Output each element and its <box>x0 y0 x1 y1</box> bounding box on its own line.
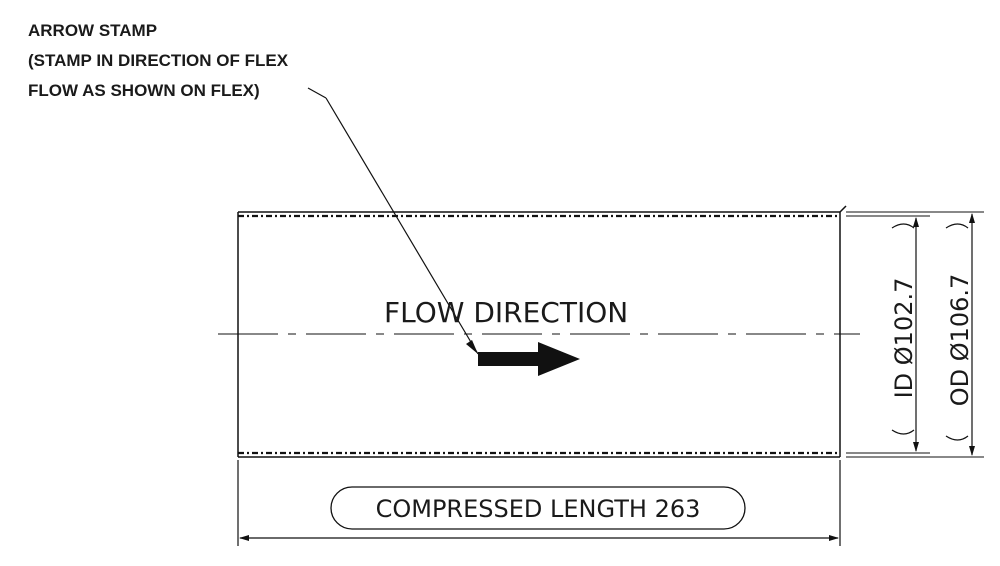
od-dimension-text: OD Ø106.7 <box>946 274 974 407</box>
outer-diameter-dimension: OD Ø106.7 <box>846 211 984 458</box>
leader-line <box>307 87 479 355</box>
flow-direction-label: FLOW DIRECTION <box>384 296 628 329</box>
note-line-2: (STAMP IN DIRECTION OF FLEX <box>28 51 289 70</box>
inner-diameter-dimension: ID Ø102.7 <box>846 215 930 454</box>
length-dimension-text: COMPRESSED LENGTH 263 <box>376 495 701 523</box>
note-line-1: ARROW STAMP <box>28 21 157 40</box>
arrow-stamp-note: ARROW STAMP (STAMP IN DIRECTION OF FLEX … <box>28 21 289 100</box>
flex-tube <box>237 205 847 458</box>
flow-arrow-icon <box>478 342 580 376</box>
length-dimension: COMPRESSED LENGTH 263 <box>237 460 841 546</box>
id-dimension-text: ID Ø102.7 <box>890 278 918 399</box>
reference-parentheses <box>891 223 969 441</box>
note-line-3: FLOW AS SHOWN ON FLEX) <box>28 81 260 100</box>
